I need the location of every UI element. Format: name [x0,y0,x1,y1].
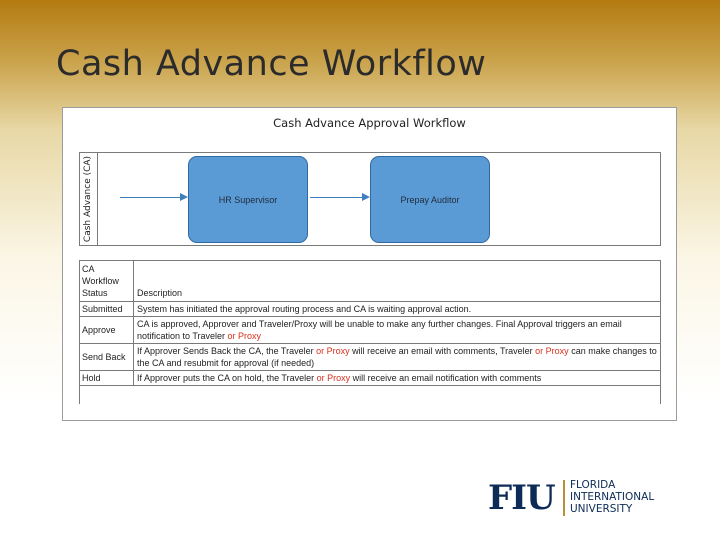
status-cell: Approve [79,316,134,344]
highlight-text: or Proxy [227,331,262,341]
description-text: If Approver puts the CA on hold, the Tra… [137,373,317,383]
node-hr-supervisor: HR Supervisor [188,156,308,243]
header-status-text: CA Workflow Status [82,264,119,298]
description-cell: If Approver puts the CA on hold, the Tra… [133,370,661,386]
description-cell: If Approver Sends Back the CA, the Trave… [133,343,661,371]
swimlane: Cash Advance (CA) HR Supervisor Prepay A… [79,152,661,246]
node-prepay-auditor-label: Prepay Auditor [400,194,460,205]
swimlane-label-text: Cash Advance (CA) [83,155,93,243]
description-text: System has initiated the approval routin… [137,304,472,314]
table-row: Send Back If Approver Sends Back the CA,… [79,343,661,371]
slide-title: Cash Advance Workflow [56,44,487,84]
diagram-title: Cash Advance Approval Workflow [273,116,466,130]
header-description: Description [133,260,661,302]
workflow-figure: Cash Advance Approval Workflow Cash Adva… [62,107,677,421]
status-cell: Send Back [79,343,134,371]
logo-line: UNIVERSITY [570,503,633,515]
description-text: can make changes to the CA and resubmit … [137,346,657,368]
highlight-text: or Proxy [316,346,350,356]
arrow-start-to-hr-supervisor [120,192,188,201]
description-cell: System has initiated the approval routin… [133,301,661,317]
logo-divider [563,480,565,516]
description-text: will receive an email with comments, Tra… [349,346,536,356]
description-cell: CA is approved, Approver and Traveler/Pr… [133,316,661,344]
description-text: will receive an email notification with … [350,373,542,383]
logo-line: INTERNATIONAL [570,491,655,503]
arrow-hr-supervisor-to-prepay-auditor [310,192,370,201]
node-hr-supervisor-label: HR Supervisor [218,194,278,205]
table-row: Approve CA is approved, Approver and Tra… [79,316,661,344]
status-text: Approve [82,325,116,335]
status-text: Send Back [82,352,126,362]
status-table: CA Workflow Status Description Submitted… [79,260,661,386]
swimlane-label: Cash Advance (CA) [79,153,98,245]
table-row: Hold If Approver puts the CA on hold, th… [79,370,661,386]
table-header-row: CA Workflow Status Description [79,260,661,302]
status-cell: Hold [79,370,134,386]
description-text: If Approver Sends Back the CA, the Trave… [137,346,317,356]
logo-mark: FIU [488,478,556,518]
logo-line: FLORIDA [570,479,616,491]
table-row: Submitted System has initiated the appro… [79,301,661,317]
node-prepay-auditor: Prepay Auditor [370,156,490,243]
highlight-text: or Proxy [535,346,569,356]
status-cell: Submitted [79,301,134,317]
highlight-text: or Proxy [316,373,351,383]
header-status: CA Workflow Status [79,260,134,302]
logo-wordmark: FLORIDA INTERNATIONAL UNIVERSITY [570,479,654,515]
description-text: CA is approved, Approver and Traveler/Pr… [137,319,622,341]
